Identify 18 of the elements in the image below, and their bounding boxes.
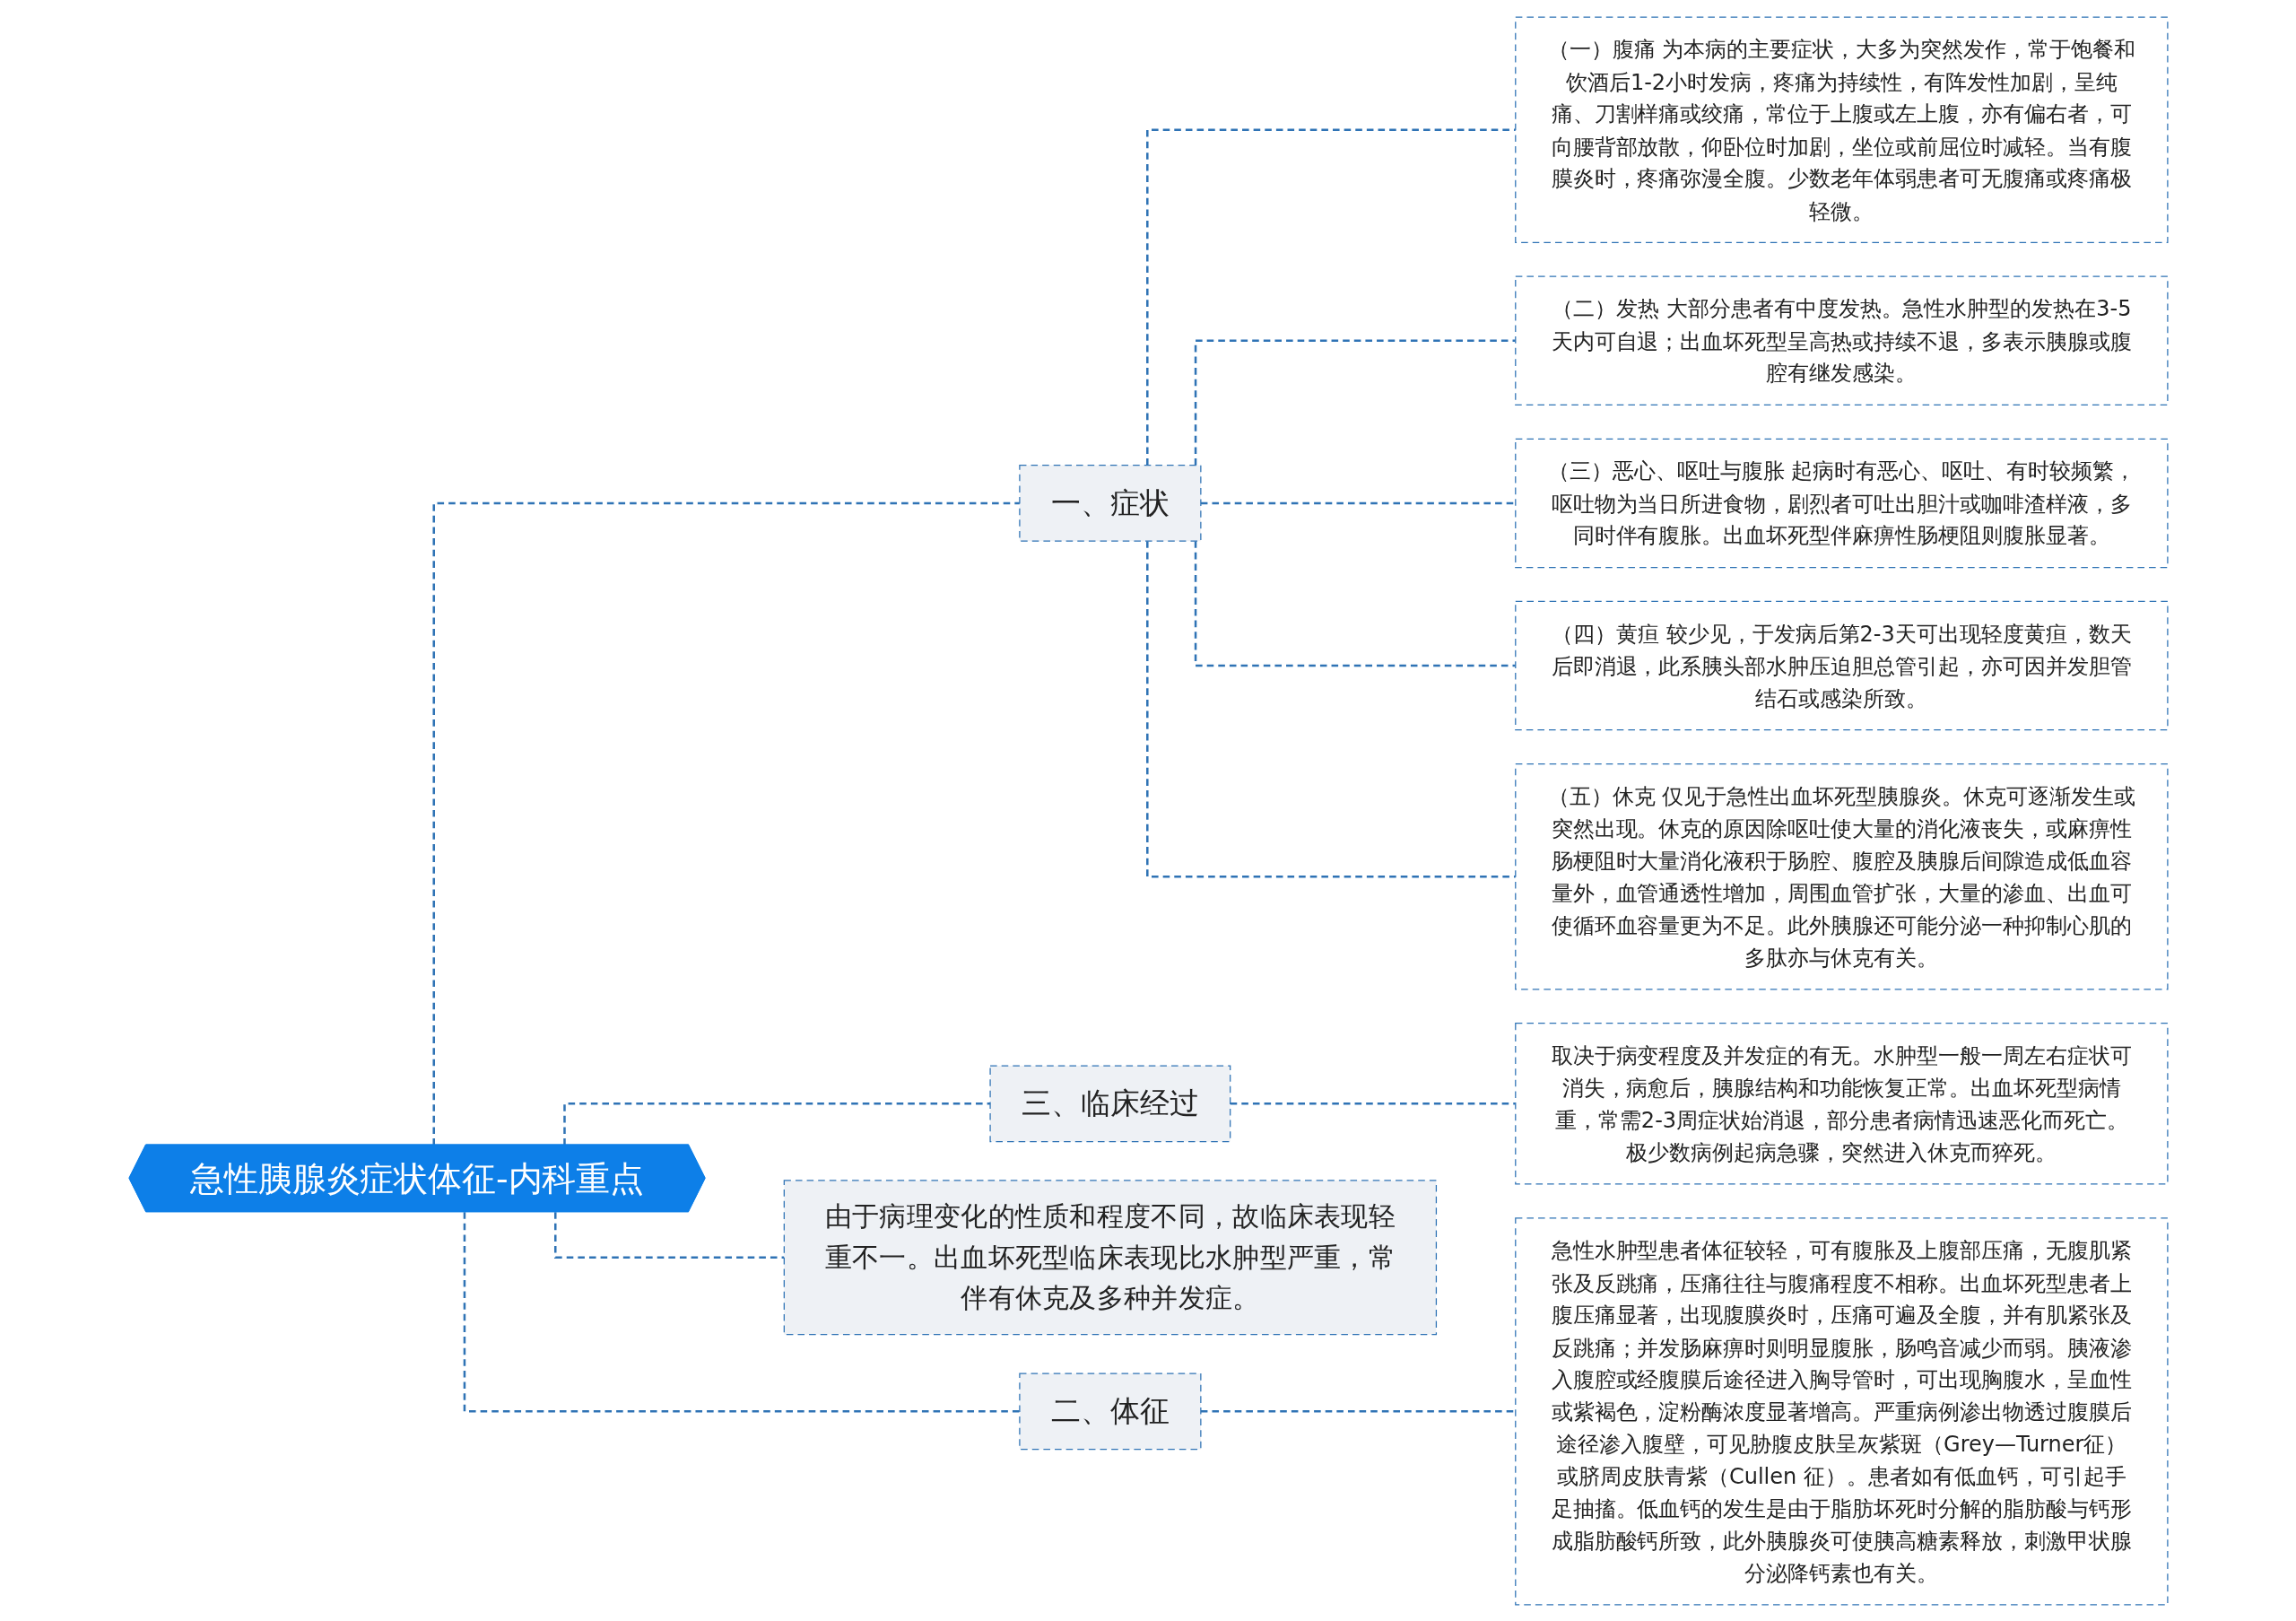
node-box: 取决于病变程度及并发症的有无。水肿型一般一周左右症状可消失，病愈后，胰腺结构和功能恢复正常。出血坏死型病情重，常需2-3周症状始消退，部分患者病情迅速恶化而死亡。极少数病例起病急骤，突然进入休克而猝死。 xyxy=(1514,1022,2168,1185)
node-box: （一）腹痛 为本病的主要症状，大多为突然发作，常于饱餐和饮酒后1-2小时发病，疼痛为持续性，有阵发性加剧，呈纯痛、刀割样痛或绞痛，常位于上腹或左上腹，亦有偏右者，可向腰背部放散，仰卧位时加剧，坐位或前屈位时减轻。当有腹膜炎时，疼痛弥漫全腹。少数老年体弱患者可无腹痛或疼痛极轻微。 xyxy=(1514,15,2168,243)
node-box: （二）发热 大部分患者有中度发热。急性水肿型的发热在3-5天内可自退；出血坏死型呈高热或持续不退，多表示胰腺或腹腔有继发感染。 xyxy=(1514,275,2168,405)
connector xyxy=(432,501,1020,1146)
connector xyxy=(1194,339,1516,466)
connector xyxy=(1145,540,1516,877)
connector xyxy=(1194,540,1516,667)
node-box: （五）休克 仅见于急性出血坏死型胰腺炎。休克可逐渐发生或突然出现。休克的原因除呕吐使大量的消化液丧失，或麻痹性肠梗阻时大量消化液积于肠腔、腹腔及胰腺后间隙造成低血容量外，血管通透性增加，周围血管扩张，大量的渗血、出血可使循环血容量更为不足。此外胰腺还可能分泌一种抑制心肌的多肽亦与休克有关。 xyxy=(1514,763,2168,989)
node-box: （三）恶心、呕吐与腹胀 起病时有恶心、呕吐、有时较频繁，呕吐物为当日所进食物，剧烈者可吐出胆汁或咖啡渣样液，多同时伴有腹胀。出血坏死型伴麻痹性肠梗阻则腹胀显著。 xyxy=(1514,438,2168,568)
connector xyxy=(562,1102,990,1146)
node-box: （四）黄疸 较少见，于发病后第2-3天可出现轻度黄疸，数天后即消退，此系胰头部水肿压迫胆总管引起，亦可因并发胆管结石或感染所致。 xyxy=(1514,600,2168,730)
node-box: 急性水肿型患者体征较轻，可有腹胀及上腹部压痛，无腹肌紧张及反跳痛，压痛往往与腹痛程度不相称。出血坏死型患者上腹压痛显著，出现腹膜炎时，压痛可遍及全腹，并有肌紧张及反跳痛；并发肠麻痹时则明显腹胀，肠鸣音减少而弱。胰液渗入腹腔或经腹膜后途径进入胸导管时，可出现胸腹水，呈血性或紫褐色，淀粉酶浓度显著增高。严重病例渗出物透过腹膜后途径渗入腹壁，可见胁腹皮肤呈灰紫斑（Grey—Turner征）或脐周皮肤青紫（Cullen 征）。患者如有低血钙，可引起手足抽搐。低血钙的发生是由于脂肪坏死时分解的脂肪酸与钙形成脂肪酸钙所致，此外胰腺炎可使胰高糖素释放，刺激甲状腺分泌降钙素也有关。 xyxy=(1514,1216,2168,1606)
connector xyxy=(1145,127,1516,466)
node-box: 一、症状 xyxy=(1018,464,1201,542)
node-box: 由于病理变化的性质和程度不同，故临床表现轻重不一。出血坏死型临床表现比水肿型严重，常伴有休克及多种并发症。 xyxy=(783,1179,1437,1335)
node-box: 三、临床经过 xyxy=(988,1064,1231,1142)
connector xyxy=(463,1211,1020,1413)
node-box: 二、体征 xyxy=(1018,1372,1201,1450)
